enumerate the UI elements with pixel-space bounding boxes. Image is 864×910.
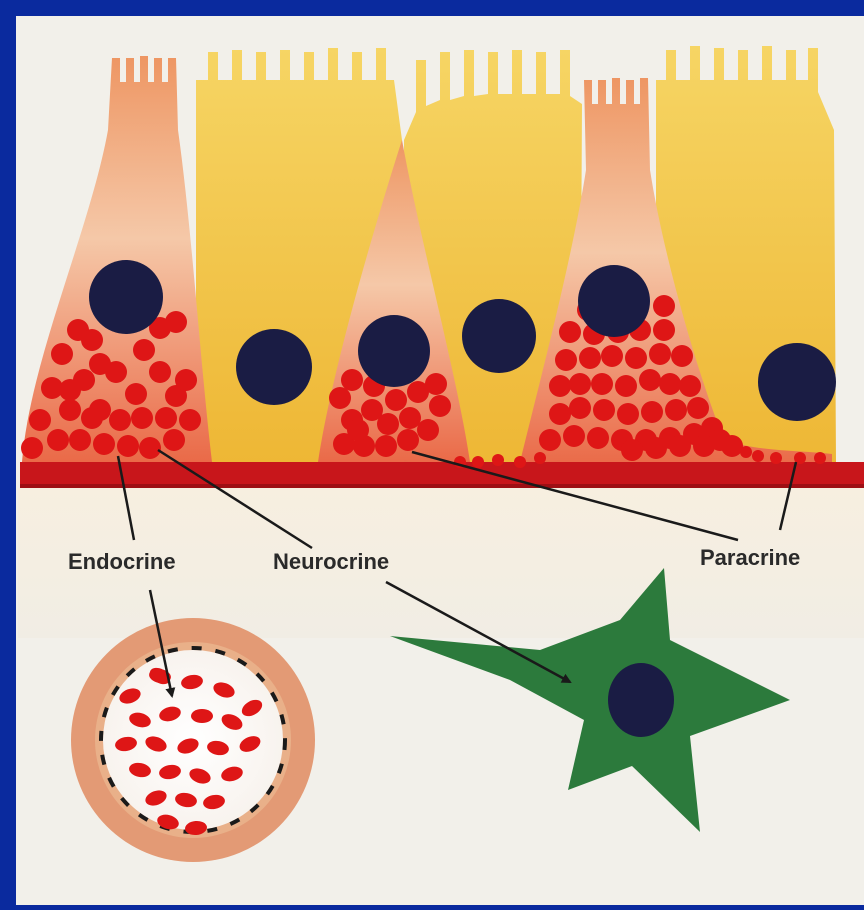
granule [569,373,591,395]
granule [814,452,826,464]
granule [649,343,671,365]
granule [679,375,701,397]
granule [163,429,185,451]
granule [687,397,709,419]
granule [47,429,69,451]
granule [165,311,187,333]
granule [639,369,661,391]
granule [125,383,147,405]
granule [669,435,691,457]
granule [81,329,103,351]
granule [341,369,363,391]
granule [559,321,581,343]
granule [179,409,201,431]
granule [601,345,623,367]
granule [29,409,51,431]
granule [593,399,615,421]
granule [659,373,681,395]
granule [569,397,591,419]
granule [555,349,577,371]
granule [133,339,155,361]
granule [109,409,131,431]
nucleus [358,315,430,387]
granule [770,452,782,464]
granule [641,401,663,423]
granule [472,456,484,468]
granule [549,375,571,397]
nucleus [758,343,836,421]
granule [549,403,571,425]
basement-membrane-edge [20,484,864,488]
red-blood-cell [191,709,213,723]
granule [397,429,419,451]
granule [81,407,103,429]
granule [653,295,675,317]
blood-vessel [71,618,315,862]
granule [752,450,764,462]
nucleus [578,265,650,337]
granule [625,347,647,369]
granule [155,407,177,429]
granule [579,347,601,369]
nucleus [462,299,536,373]
granule [534,452,546,464]
granule [615,375,637,397]
nucleus [89,260,163,334]
granule [149,361,171,383]
label-endocrine: Endocrine [68,549,176,575]
granule [131,407,153,429]
granule [399,407,421,429]
nucleus [236,329,312,405]
granule [621,439,643,461]
granule [617,403,639,425]
neuron-nucleus [608,663,674,737]
granule [671,345,693,367]
granule [385,389,407,411]
granule [492,454,504,466]
granule [69,429,91,451]
granule [665,399,687,421]
granule [693,435,715,457]
granule [591,373,613,395]
label-paracrine: Paracrine [700,545,800,571]
granule [417,419,439,441]
granule [375,435,397,457]
granule [175,369,197,391]
granule [587,427,609,449]
granule [21,437,43,459]
granule [539,429,561,451]
granule [721,435,743,457]
granule [377,413,399,435]
granule [407,381,429,403]
granule [105,361,127,383]
label-neurocrine: Neurocrine [273,549,389,575]
granule [59,399,81,421]
granule [653,319,675,341]
granule [514,456,526,468]
granule [347,419,369,441]
granule [139,437,161,459]
granule [645,437,667,459]
granule [329,387,351,409]
granule [740,446,752,458]
granule [59,379,81,401]
granule [51,343,73,365]
granule [117,435,139,457]
granule [429,395,451,417]
granule [93,433,115,455]
granule [563,425,585,447]
